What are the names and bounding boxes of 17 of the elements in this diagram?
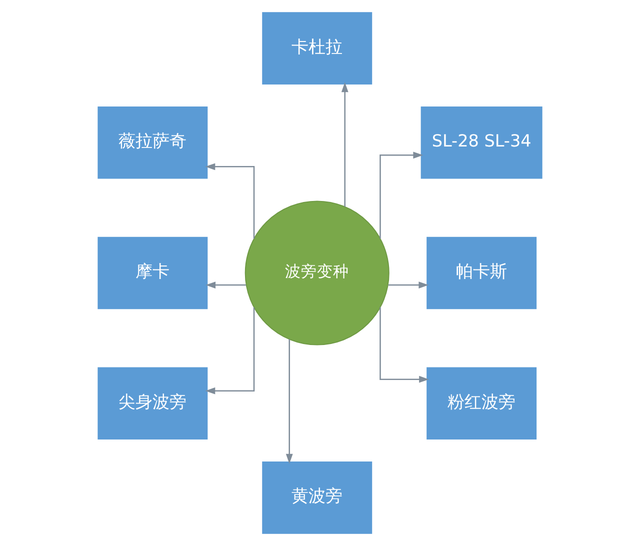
node-box: 薇拉萨奇: [98, 106, 208, 179]
arrow: [286, 339, 293, 464]
node-box: SL-28 SL-34: [420, 106, 542, 179]
node-box: 粉红波旁: [426, 367, 537, 440]
arrow: [388, 282, 429, 288]
node-box: 尖身波旁: [98, 367, 208, 440]
node-box: 卡杜拉: [262, 12, 372, 84]
arrow: [206, 282, 246, 288]
node-box: 摩卡: [98, 236, 208, 310]
node-box: 黄波旁: [262, 462, 372, 534]
node-circle: 波旁变种: [244, 200, 390, 346]
arrow: [341, 82, 348, 207]
arrow: [380, 307, 429, 383]
node-box: 帕卡斯: [426, 236, 537, 310]
arrow: [380, 152, 424, 239]
arrow: [205, 163, 255, 239]
arrow: [205, 307, 255, 394]
